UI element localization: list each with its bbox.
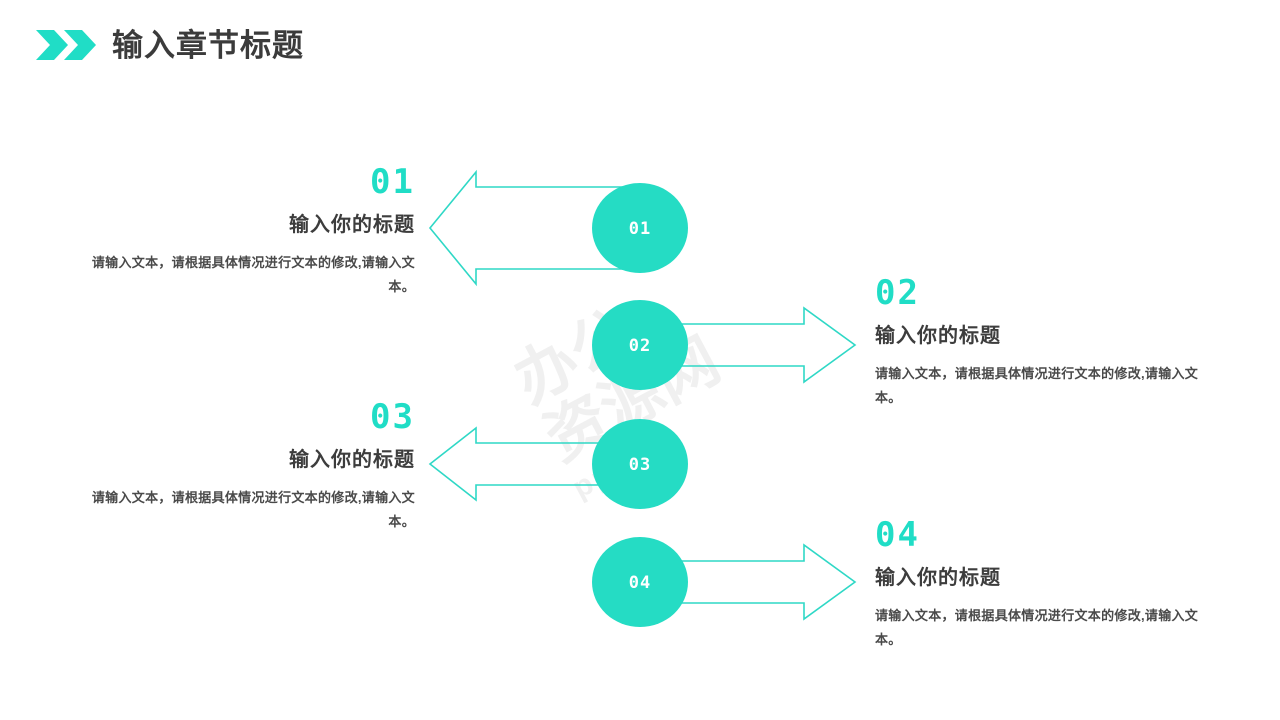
slide-header: 输入章节标题 — [34, 28, 304, 62]
step-number-02: 02 — [875, 273, 920, 313]
step-circle-label-01: 01 — [629, 219, 651, 239]
step-circle-02[interactable] — [592, 300, 688, 390]
step-title-03: 输入你的标题 — [289, 449, 415, 471]
step-item-02: 02 输入你的标题 请输入文本，请根据具体情况进行文本的修改,请输入文本。 — [875, 276, 1205, 410]
step-number-03: 03 — [370, 397, 415, 437]
step-body-01: 请输入文本，请根据具体情况进行文本的修改,请输入文本。 — [91, 255, 415, 295]
arrow-right-02 — [640, 306, 857, 384]
step-circle-label-02: 02 — [629, 336, 651, 356]
step-title-01: 输入你的标题 — [289, 214, 415, 236]
arrow-left-03 — [428, 426, 640, 502]
step-item-04: 04 输入你的标题 请输入文本，请根据具体情况进行文本的修改,请输入文本。 — [875, 518, 1205, 652]
step-circle-04[interactable] — [592, 537, 688, 627]
step-number-01: 01 — [370, 162, 415, 202]
step-circle-01[interactable] — [592, 183, 688, 273]
step-circle-label-03: 03 — [629, 455, 651, 475]
step-body-04: 请输入文本，请根据具体情况进行文本的修改,请输入文本。 — [875, 608, 1199, 648]
step-item-01: 01 输入你的标题 请输入文本，请根据具体情况进行文本的修改,请输入文本。 — [85, 165, 415, 299]
step-title-04: 输入你的标题 — [875, 567, 1001, 589]
step-circle-label-04: 04 — [629, 573, 651, 593]
arrow-left-01 — [428, 169, 640, 287]
step-circle-03[interactable] — [592, 419, 688, 509]
step-body-03: 请输入文本，请根据具体情况进行文本的修改,请输入文本。 — [91, 490, 415, 530]
double-chevron-right-icon — [36, 30, 96, 60]
step-item-03: 03 输入你的标题 请输入文本，请根据具体情况进行文本的修改,请输入文本。 — [85, 400, 415, 534]
step-body-02: 请输入文本，请根据具体情况进行文本的修改,请输入文本。 — [875, 366, 1199, 406]
step-number-04: 04 — [875, 515, 920, 555]
page-title: 输入章节标题 — [112, 27, 304, 63]
arrow-right-04 — [640, 543, 857, 621]
step-title-02: 输入你的标题 — [875, 325, 1001, 347]
